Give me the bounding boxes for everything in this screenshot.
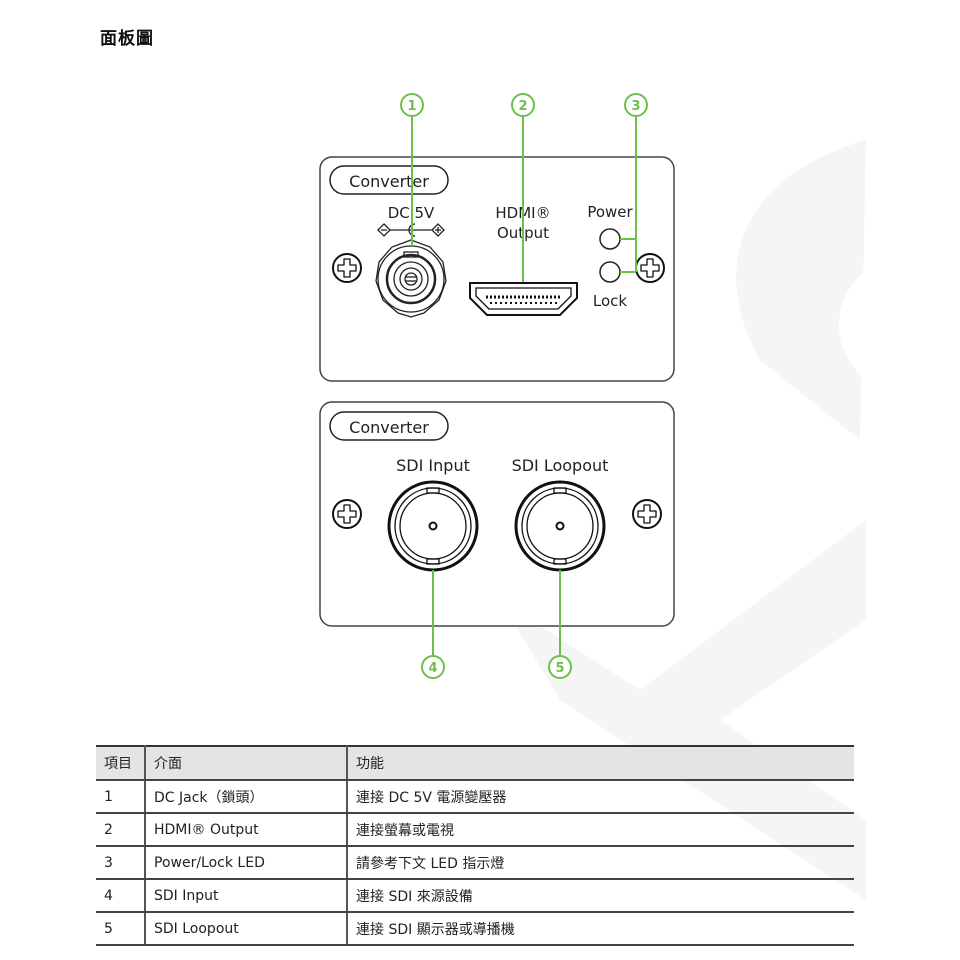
sdi-input-label: SDI Input [396, 456, 470, 475]
screw-icon-top-left [332, 253, 362, 283]
header-item: 項目 [96, 745, 146, 781]
callout-number: 4 [428, 661, 437, 676]
polarity-icon [377, 223, 445, 237]
power-label: Power [587, 203, 633, 221]
converter-badge-top: Converter [329, 165, 449, 195]
cell-item: 3 [96, 846, 146, 880]
callout-2: 2 [511, 93, 535, 117]
callout-number: 3 [631, 99, 640, 114]
callout-1: 1 [400, 93, 424, 117]
power-led-icon [599, 228, 621, 250]
cell-function: 連接螢幕或電視 [347, 813, 854, 847]
interface-table: 項目 介面 功能 1 DC Jack（鎖頭） 連接 DC 5V 電源變壓器 2 … [96, 745, 854, 946]
table-row: 1 DC Jack（鎖頭） 連接 DC 5V 電源變壓器 [96, 780, 854, 814]
cell-item: 5 [96, 912, 146, 946]
lock-label: Lock [593, 292, 628, 310]
callout-5: 5 [548, 655, 572, 679]
bottom-panel: Converter SDI Input SDI Loopout [319, 401, 675, 627]
lock-led-icon [599, 261, 621, 283]
cell-function: 連接 SDI 顯示器或導播機 [347, 912, 854, 946]
page-title: 面板圖 [100, 29, 154, 49]
header-function: 功能 [347, 745, 854, 781]
callout-lines [411, 117, 637, 655]
sdi-loopout-label: SDI Loopout [512, 456, 609, 475]
cell-interface: SDI Loopout [145, 912, 348, 946]
table-row: 3 Power/Lock LED 請參考下文 LED 指示燈 [96, 846, 854, 880]
cell-function: 連接 DC 5V 電源變壓器 [347, 780, 854, 814]
cell-interface: DC Jack（鎖頭） [145, 780, 348, 814]
callout-number: 1 [407, 99, 416, 114]
cell-function: 請參考下文 LED 指示燈 [347, 846, 854, 880]
converter-badge-bottom: Converter [329, 411, 449, 441]
hdmi-port-icon [469, 282, 578, 316]
table-row: 5 SDI Loopout 連接 SDI 顯示器或導播機 [96, 912, 854, 946]
screw-icon-bottom-right [632, 499, 662, 529]
callout-number: 5 [555, 661, 564, 676]
cell-item: 2 [96, 813, 146, 847]
panel-diagram: Converter DC 5V HDMI® Output [319, 93, 675, 679]
cell-item: 4 [96, 879, 146, 913]
screw-icon-top-right [635, 253, 665, 283]
converter-badge-label: Converter [349, 172, 429, 191]
top-panel: Converter DC 5V HDMI® Output [319, 156, 675, 382]
cell-interface: HDMI® Output [145, 813, 348, 847]
callout-3: 3 [624, 93, 648, 117]
cell-item: 1 [96, 780, 146, 814]
dc-jack-icon [375, 239, 447, 318]
cell-interface: Power/Lock LED [145, 846, 348, 880]
screw-icon-bottom-left [332, 499, 362, 529]
cell-function: 連接 SDI 來源設備 [347, 879, 854, 913]
table-row: 4 SDI Input 連接 SDI 來源設備 [96, 879, 854, 913]
header-interface: 介面 [145, 745, 348, 781]
converter-badge-label: Converter [349, 418, 429, 437]
callout-number: 2 [518, 99, 527, 114]
cell-interface: SDI Input [145, 879, 348, 913]
callout-4: 4 [421, 655, 445, 679]
table-header-row: 項目 介面 功能 [96, 745, 854, 781]
table-row: 2 HDMI® Output 連接螢幕或電視 [96, 813, 854, 847]
